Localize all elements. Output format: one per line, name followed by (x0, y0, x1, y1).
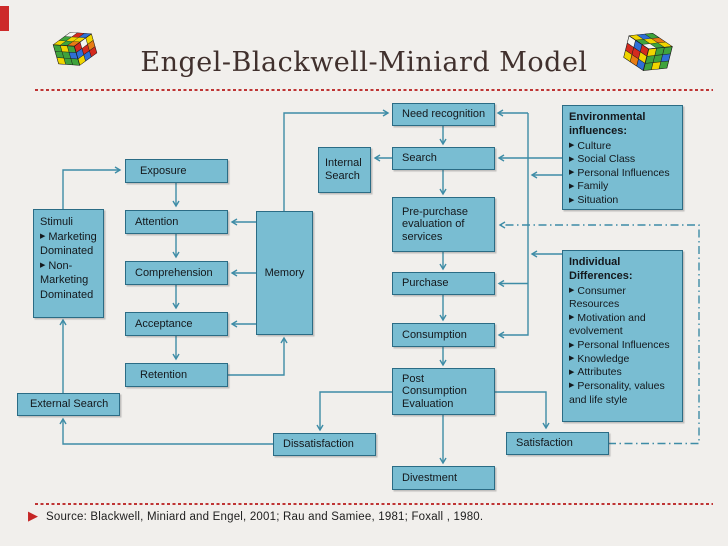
node-label: Stimuli (40, 216, 74, 228)
feedback-satisfaction-to-pre-purchase (498, 221, 700, 445)
source-citation: Source: Blackwell, Miniard and Engel, 20… (46, 511, 484, 523)
arrow-retention-to-memory (228, 336, 288, 376)
node-environmental-influences: Environmental influences: ▶Culture ▶Soci… (562, 105, 683, 210)
node-attention: Attention (125, 210, 228, 234)
node-search: Search (392, 147, 495, 170)
node-label: Post Consumption Evaluation (402, 372, 467, 410)
triangle-bullet-icon: ▶ (40, 233, 46, 241)
node-memory: Memory (256, 211, 313, 335)
node-label: Consumption (402, 328, 467, 341)
bullet-item: ▶Personal Influences (569, 166, 670, 179)
bullet-item: ▶Attributes (569, 366, 622, 379)
triangle-bullet-icon: ▶ (569, 182, 575, 190)
triangle-bullet-icon: ▶ (569, 341, 575, 349)
node-label: Search (402, 152, 437, 165)
node-comprehension: Comprehension (125, 261, 228, 285)
node-label: Need recognition (402, 108, 486, 121)
node-label: Pre-purchase evaluation of services (402, 205, 469, 243)
bullet-item: ▶Knowledge (569, 352, 630, 365)
node-label: Acceptance (135, 317, 193, 330)
bullet-item: ▶Non- Marketing Dominated (40, 259, 94, 301)
node-label: Internal Search (325, 157, 362, 182)
node-label: Dissatisfaction (283, 438, 354, 451)
triangle-bullet-icon: ▶ (569, 314, 575, 322)
node-purchase: Purchase (392, 272, 495, 295)
rubiks-cube-icon (623, 33, 673, 71)
node-consumption: Consumption (392, 323, 495, 347)
bullet-item: ▶Social Class (569, 153, 636, 166)
red-accent-bar (0, 6, 9, 31)
node-label: Satisfaction (516, 437, 573, 450)
triangle-bullet-icon: ▶ (569, 287, 575, 294)
node-label: Comprehension (135, 266, 213, 279)
node-retention: Retention (125, 363, 228, 387)
triangle-bullet-icon: ▶ (569, 169, 575, 177)
arrow-memory-to-need-recognition (283, 109, 390, 211)
node-need-recognition: Need recognition (392, 103, 495, 126)
triangle-bullet-icon: ▶ (40, 262, 46, 270)
node-label: Individual Differences: (569, 256, 633, 282)
bullet-item: ▶Personal Influences (569, 339, 670, 352)
top-dotted-divider (35, 89, 713, 91)
node-dissatisfaction: Dissatisfaction (273, 433, 376, 456)
arrow-post-consumption-to-satisfaction (495, 391, 550, 430)
node-label: Attention (135, 215, 179, 228)
node-label: Divestment (402, 471, 458, 484)
triangle-bullet-icon: ▶ (569, 355, 575, 363)
triangle-bullet-icon: ▶ (569, 382, 575, 390)
node-individual-differences: Individual Differences: ▶Consumer Resour… (562, 250, 683, 422)
bottom-dotted-divider (35, 503, 713, 505)
arrow-stimuli-to-exposure (62, 166, 122, 209)
node-satisfaction: Satisfaction (506, 432, 609, 455)
node-label: Memory (264, 266, 305, 279)
node-label: Exposure (140, 164, 187, 177)
node-label: Environmental influences: (569, 111, 646, 137)
arrow-post-consumption-to-dissatisfaction (316, 391, 392, 432)
triangle-bullet-icon: ▶ (569, 155, 575, 163)
triangle-bullet-icon: ▶ (569, 196, 575, 204)
node-label: Purchase (402, 277, 449, 290)
node-label: External Search (30, 398, 109, 411)
triangle-bullet-icon: ▶ (569, 142, 575, 149)
node-external-search: External Search (17, 393, 120, 416)
node-internal-search: Internal Search (318, 147, 371, 193)
page-title: Engel-Blackwell-Miniard Model (140, 47, 588, 78)
arrow-dissatisfaction-to-external-search (59, 417, 273, 445)
node-exposure: Exposure (125, 159, 228, 183)
node-post-consumption-evaluation: Post Consumption Evaluation (392, 368, 495, 415)
rubiks-cube-icon (52, 32, 98, 66)
node-pre-purchase-evaluation: Pre-purchase evaluation of services (392, 197, 495, 252)
triangle-bullet-icon: ▶ (569, 368, 575, 376)
bullet-item: ▶Situation (569, 194, 619, 207)
influence-line-to-consumption (497, 113, 529, 339)
bullet-item: ▶Culture (569, 139, 612, 152)
bullet-item: ▶Personality, values and life style (569, 379, 665, 406)
red-triangle-bullet-icon: ▶ (28, 508, 38, 523)
node-acceptance: Acceptance (125, 312, 228, 336)
bullet-item: ▶Motivation and evolvement (569, 311, 646, 338)
bullet-item: ▶Family (569, 180, 609, 193)
bullet-item: ▶Consumer Resources (569, 284, 626, 311)
node-stimuli: Stimuli ▶Marketing Dominated ▶Non- Marke… (33, 209, 104, 318)
node-divestment: Divestment (392, 466, 495, 490)
node-label: Retention (140, 368, 188, 381)
bullet-item: ▶Marketing Dominated (40, 230, 97, 258)
